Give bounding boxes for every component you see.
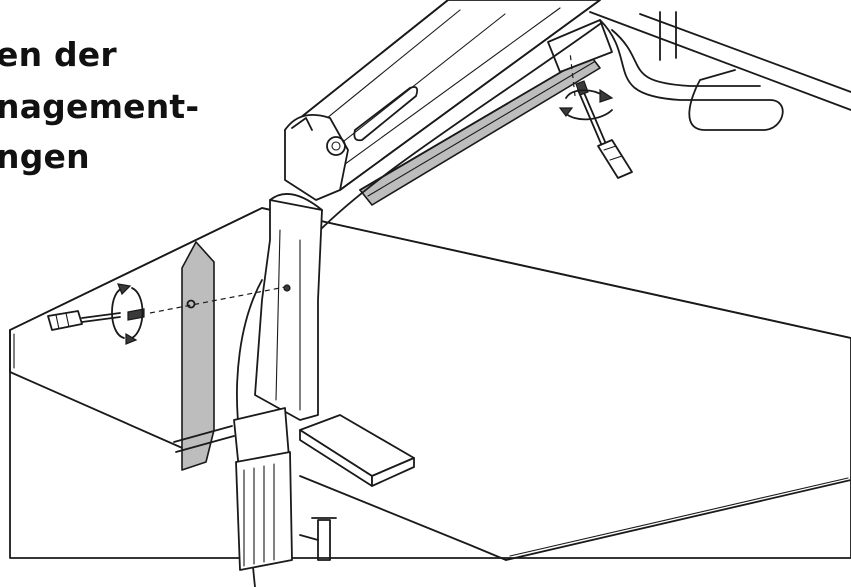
rotate-arrow-icon	[111, 283, 144, 345]
base-plate	[299, 414, 415, 487]
desk	[9, 207, 851, 561]
cable-loop	[599, 11, 784, 131]
monitor-arm	[284, 0, 613, 233]
rotate-arrow-icon	[558, 88, 614, 121]
screwdriver-icon	[47, 308, 145, 331]
heading-line-2: nagement-	[0, 87, 200, 126]
heading-line-1: en der	[0, 35, 117, 74]
screw	[283, 284, 291, 292]
back-desk	[589, 11, 851, 111]
arm-joint	[284, 114, 349, 201]
pole	[254, 193, 323, 421]
desk-clamp	[233, 407, 337, 571]
screwdriver-icon	[575, 80, 633, 179]
guide-lines	[149, 51, 576, 314]
side-cover-panel	[173, 241, 235, 471]
heading-line-3: ngen	[0, 137, 90, 176]
